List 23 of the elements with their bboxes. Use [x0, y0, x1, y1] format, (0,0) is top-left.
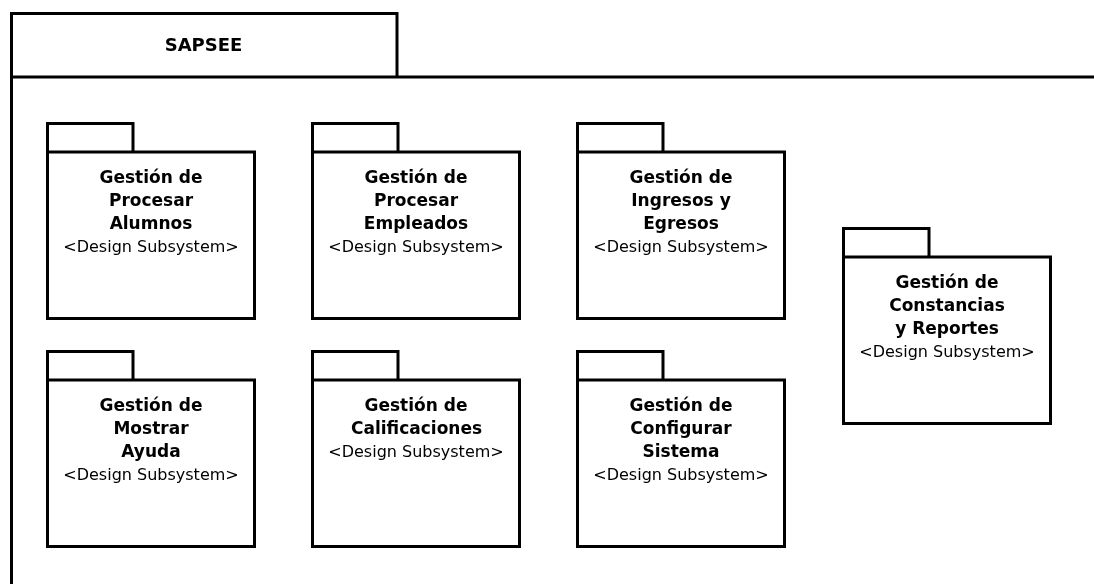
package-shape: [576, 350, 786, 548]
package-shape: [842, 227, 1052, 425]
package-title: SAPSEE: [164, 34, 243, 55]
package-shape: [576, 122, 786, 320]
package-name: Gestión de Calificaciones: [351, 394, 481, 440]
package-shape: [46, 122, 256, 320]
package-shape: [10, 12, 1094, 584]
stereotype-label: <Design Subsystem>: [63, 236, 239, 258]
package-name: Gestión de Mostrar Ayuda: [98, 394, 204, 463]
stereotype-label: <Design Subsystem>: [859, 341, 1035, 363]
stereotype-label: <Design Subsystem>: [63, 464, 239, 486]
package-shape: [46, 350, 256, 548]
stereotype-label: <Design Subsystem>: [328, 236, 504, 258]
stereotype-label: <Design Subsystem>: [593, 236, 769, 258]
package-shape: [311, 122, 521, 320]
package-name: Gestión de Constancias y Reportes: [888, 271, 1006, 340]
package-name: Gestión de Ingresos y Egresos: [628, 166, 734, 235]
stereotype-label: <Design Subsystem>: [593, 464, 769, 486]
stereotype-label: <Design Subsystem>: [328, 441, 504, 463]
package-shape: [311, 350, 521, 548]
package-name: Gestión de Procesar Alumnos: [98, 166, 204, 235]
package-name: Gestión de Configurar Sistema: [628, 394, 734, 463]
package-name: Gestión de Procesar Empleados: [362, 166, 470, 235]
